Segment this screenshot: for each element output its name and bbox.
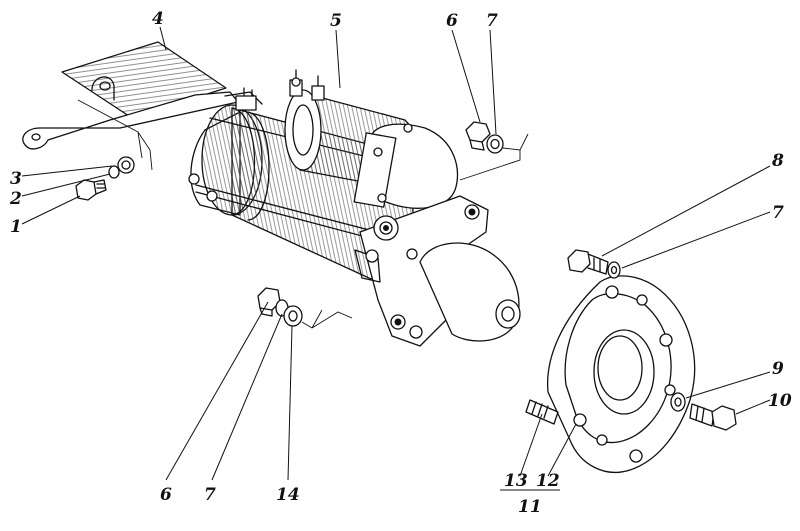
drive-end-housing: [354, 195, 521, 347]
leader-lines: [21, 26, 771, 491]
callout-11: 11: [518, 497, 542, 517]
left-bolt-washers: [75, 156, 135, 201]
callout-2: 2: [9, 189, 22, 209]
bottom-nut-washers: [257, 287, 353, 329]
callout-3: 3: [10, 169, 22, 189]
callout-5: 5: [330, 11, 342, 31]
callout-12: 12: [536, 471, 560, 491]
callout-10: 10: [768, 391, 792, 411]
callout-7-bottom: 7: [204, 485, 216, 505]
callout-13: 13: [504, 471, 528, 491]
right-top-bolt: [567, 249, 621, 279]
right-bolt-washer: [670, 392, 737, 431]
callout-8: 8: [771, 151, 784, 171]
callout-14: 14: [276, 485, 300, 505]
callout-4: 4: [152, 9, 164, 29]
assembly-guide-bracket: [77, 99, 153, 171]
callout-9: 9: [772, 359, 784, 379]
callout-7-top: 7: [486, 11, 498, 31]
callout-6-bottom: 6: [160, 485, 172, 505]
callout-7-right: 7: [772, 203, 784, 223]
callout-labels: 4 5 6 7 3 2 1 8 7 9 10 6 7 14 13 12 11: [9, 9, 792, 517]
stud: [525, 399, 559, 425]
adapter-flange: [546, 275, 696, 474]
mounting-bracket: [22, 41, 263, 150]
top-nut-washer: [459, 121, 529, 181]
solenoid: [284, 69, 459, 209]
callout-1: 1: [10, 217, 22, 237]
callout-6-top: 6: [446, 11, 458, 31]
